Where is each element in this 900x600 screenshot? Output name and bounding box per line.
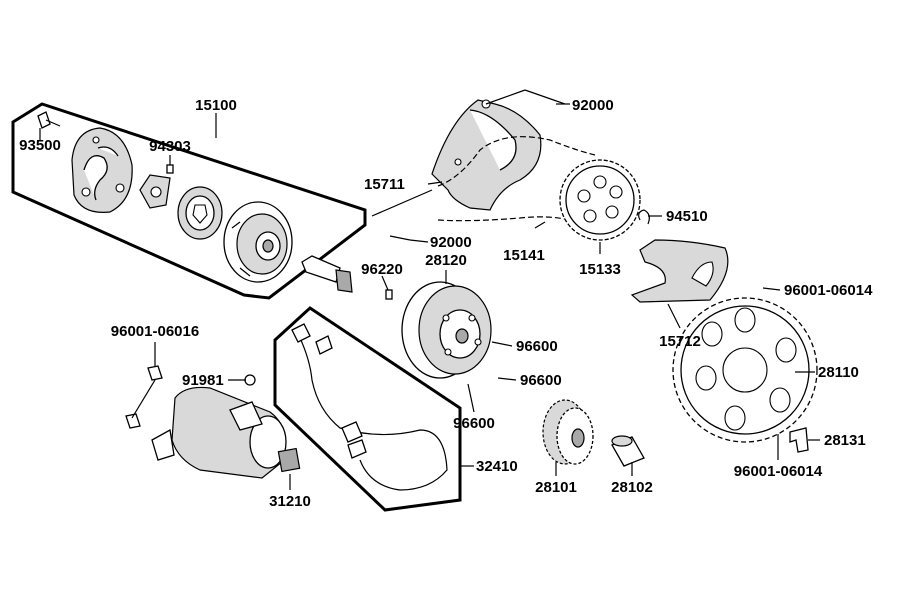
gear-28101 [542, 399, 594, 465]
pump-plate-drawing [139, 174, 171, 209]
label-91981: 91981 [182, 372, 224, 389]
label-94510: 94510 [666, 208, 708, 225]
rotor-drawing [177, 186, 223, 240]
label-92000-top: 92000 [572, 97, 614, 114]
bolt-96001-06016-a [147, 365, 163, 381]
label-93500: 93500 [19, 137, 61, 154]
label-15133: 15133 [579, 261, 621, 278]
bolt-96001-06016-b [125, 413, 141, 429]
clip-94510 [638, 209, 650, 225]
label-15711: 15711 [364, 176, 405, 193]
chain-guide-15711 [431, 99, 542, 211]
chain-15141 [437, 136, 596, 222]
label-28120: 28120 [425, 252, 467, 269]
label-96600-a: 96600 [516, 338, 558, 355]
leader-lines [39, 89, 820, 490]
sleeve-28102 [611, 435, 645, 467]
label-15100: 15100 [195, 97, 237, 114]
sprocket-28110 [672, 297, 818, 443]
label-96220: 96220 [361, 261, 403, 278]
drive-gear-drawing [223, 201, 293, 283]
label-28102: 28102 [611, 479, 653, 496]
sprocket-15133 [559, 159, 641, 241]
starter-motor-31210 [151, 386, 301, 479]
label-28101: 28101 [535, 479, 577, 496]
label-32410: 32410 [476, 458, 518, 475]
pin-drawing [166, 164, 174, 174]
label-96001-06014-b: 96001-06014 [734, 463, 823, 480]
oil-pump-group [11, 102, 367, 300]
screw-93500-drawing [37, 111, 61, 129]
label-96001-06014-a: 96001-06014 [784, 282, 873, 299]
label-31210: 31210 [269, 493, 311, 510]
pump-shaft-drawing [301, 255, 353, 293]
label-28110: 28110 [818, 364, 859, 381]
bracket-28131 [789, 427, 809, 453]
label-94303: 94303 [149, 138, 191, 155]
flywheel-28120 [401, 281, 492, 379]
label-96001-06016: 96001-06016 [111, 323, 199, 340]
label-92000-mid: 92000 [430, 234, 472, 251]
label-15141: 15141 [503, 247, 545, 264]
cable-drawing [299, 337, 448, 491]
starter-cable-frame [273, 306, 462, 512]
key-96220 [385, 289, 393, 300]
label-28131: 28131 [824, 432, 866, 449]
part-labels: 15100 93500 94303 92000 15711 92000 1514… [19, 97, 873, 510]
guard-15712 [630, 239, 729, 303]
label-96600-c: 96600 [453, 415, 495, 432]
washer-91981 [244, 374, 256, 386]
pump-body-drawing [71, 127, 133, 213]
label-96600-b: 96600 [520, 372, 562, 389]
label-15712: 15712 [659, 333, 701, 350]
starter-cable-group [273, 306, 462, 512]
